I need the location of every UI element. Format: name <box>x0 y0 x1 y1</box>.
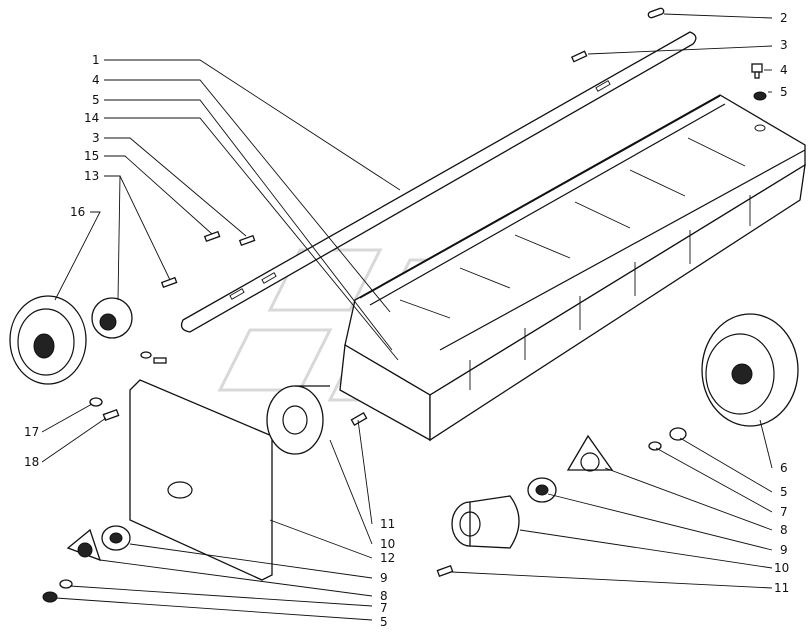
leader-lines <box>41 13 773 621</box>
flange-left-part <box>66 528 102 562</box>
callout-11-center: 11 <box>380 517 395 531</box>
bearing-left-part <box>101 525 131 551</box>
callout-2: 2 <box>780 11 788 25</box>
callout-3: 3 <box>780 38 788 52</box>
nut-right-part <box>669 427 687 441</box>
callout-9-center: 9 <box>380 571 388 585</box>
callout-10-right: 10 <box>774 561 789 575</box>
bearing-right-part <box>527 477 557 503</box>
callout-5-bottom: 5 <box>380 615 388 629</box>
bearing-housing-right-part <box>451 495 520 549</box>
callout-16: 16 <box>70 205 85 219</box>
callout-5: 5 <box>780 85 788 99</box>
key-part <box>570 50 588 63</box>
cover-plate-part <box>129 379 273 581</box>
washer-left-part <box>59 579 73 589</box>
long-rail-part <box>180 31 697 333</box>
keys-left <box>160 230 256 289</box>
pulley-right-part <box>701 313 799 427</box>
callout-7-right: 7 <box>780 505 788 519</box>
nut-part <box>753 91 767 101</box>
callout-13: 13 <box>84 169 99 183</box>
callout-8-right: 8 <box>780 523 788 537</box>
callout-7-center: 7 <box>380 601 388 615</box>
small-washer-bolt <box>140 351 167 364</box>
callout-15: 15 <box>84 149 99 163</box>
callout-3-left: 3 <box>92 131 100 145</box>
callout-6: 6 <box>780 461 788 475</box>
callout-5-right: 5 <box>780 485 788 499</box>
bolt-11-right <box>436 564 454 578</box>
trough-housing-part <box>339 94 806 442</box>
sprocket-part <box>91 297 133 339</box>
bolt-18-part <box>102 408 120 422</box>
flange-right-part <box>566 434 614 472</box>
bolt-11-center <box>350 412 368 426</box>
bearing-housing-center-part <box>266 385 330 455</box>
callout-8-center: 8 <box>380 589 388 603</box>
callout-1: 1 <box>92 53 100 67</box>
washer-17-part <box>89 397 103 407</box>
callout-12: 12 <box>380 551 395 565</box>
callout-17: 17 <box>24 425 39 439</box>
pulley-left-part <box>9 295 87 385</box>
pin-part <box>647 7 665 19</box>
callout-4: 4 <box>780 63 788 77</box>
bolt-part <box>751 63 763 79</box>
washer-right-part <box>648 441 662 451</box>
callout-5-left: 5 <box>92 93 100 107</box>
callout-18: 18 <box>24 455 39 469</box>
callout-10-center: 10 <box>380 537 395 551</box>
callout-14: 14 <box>84 111 99 125</box>
callout-labels: 2 3 4 5 1 4 5 14 3 15 13 16 17 18 6 5 7 … <box>24 11 789 629</box>
callout-4-left: 4 <box>92 73 100 87</box>
callout-9-right: 9 <box>780 543 788 557</box>
callout-11-right: 11 <box>774 581 789 595</box>
nut-left-part <box>42 591 58 603</box>
